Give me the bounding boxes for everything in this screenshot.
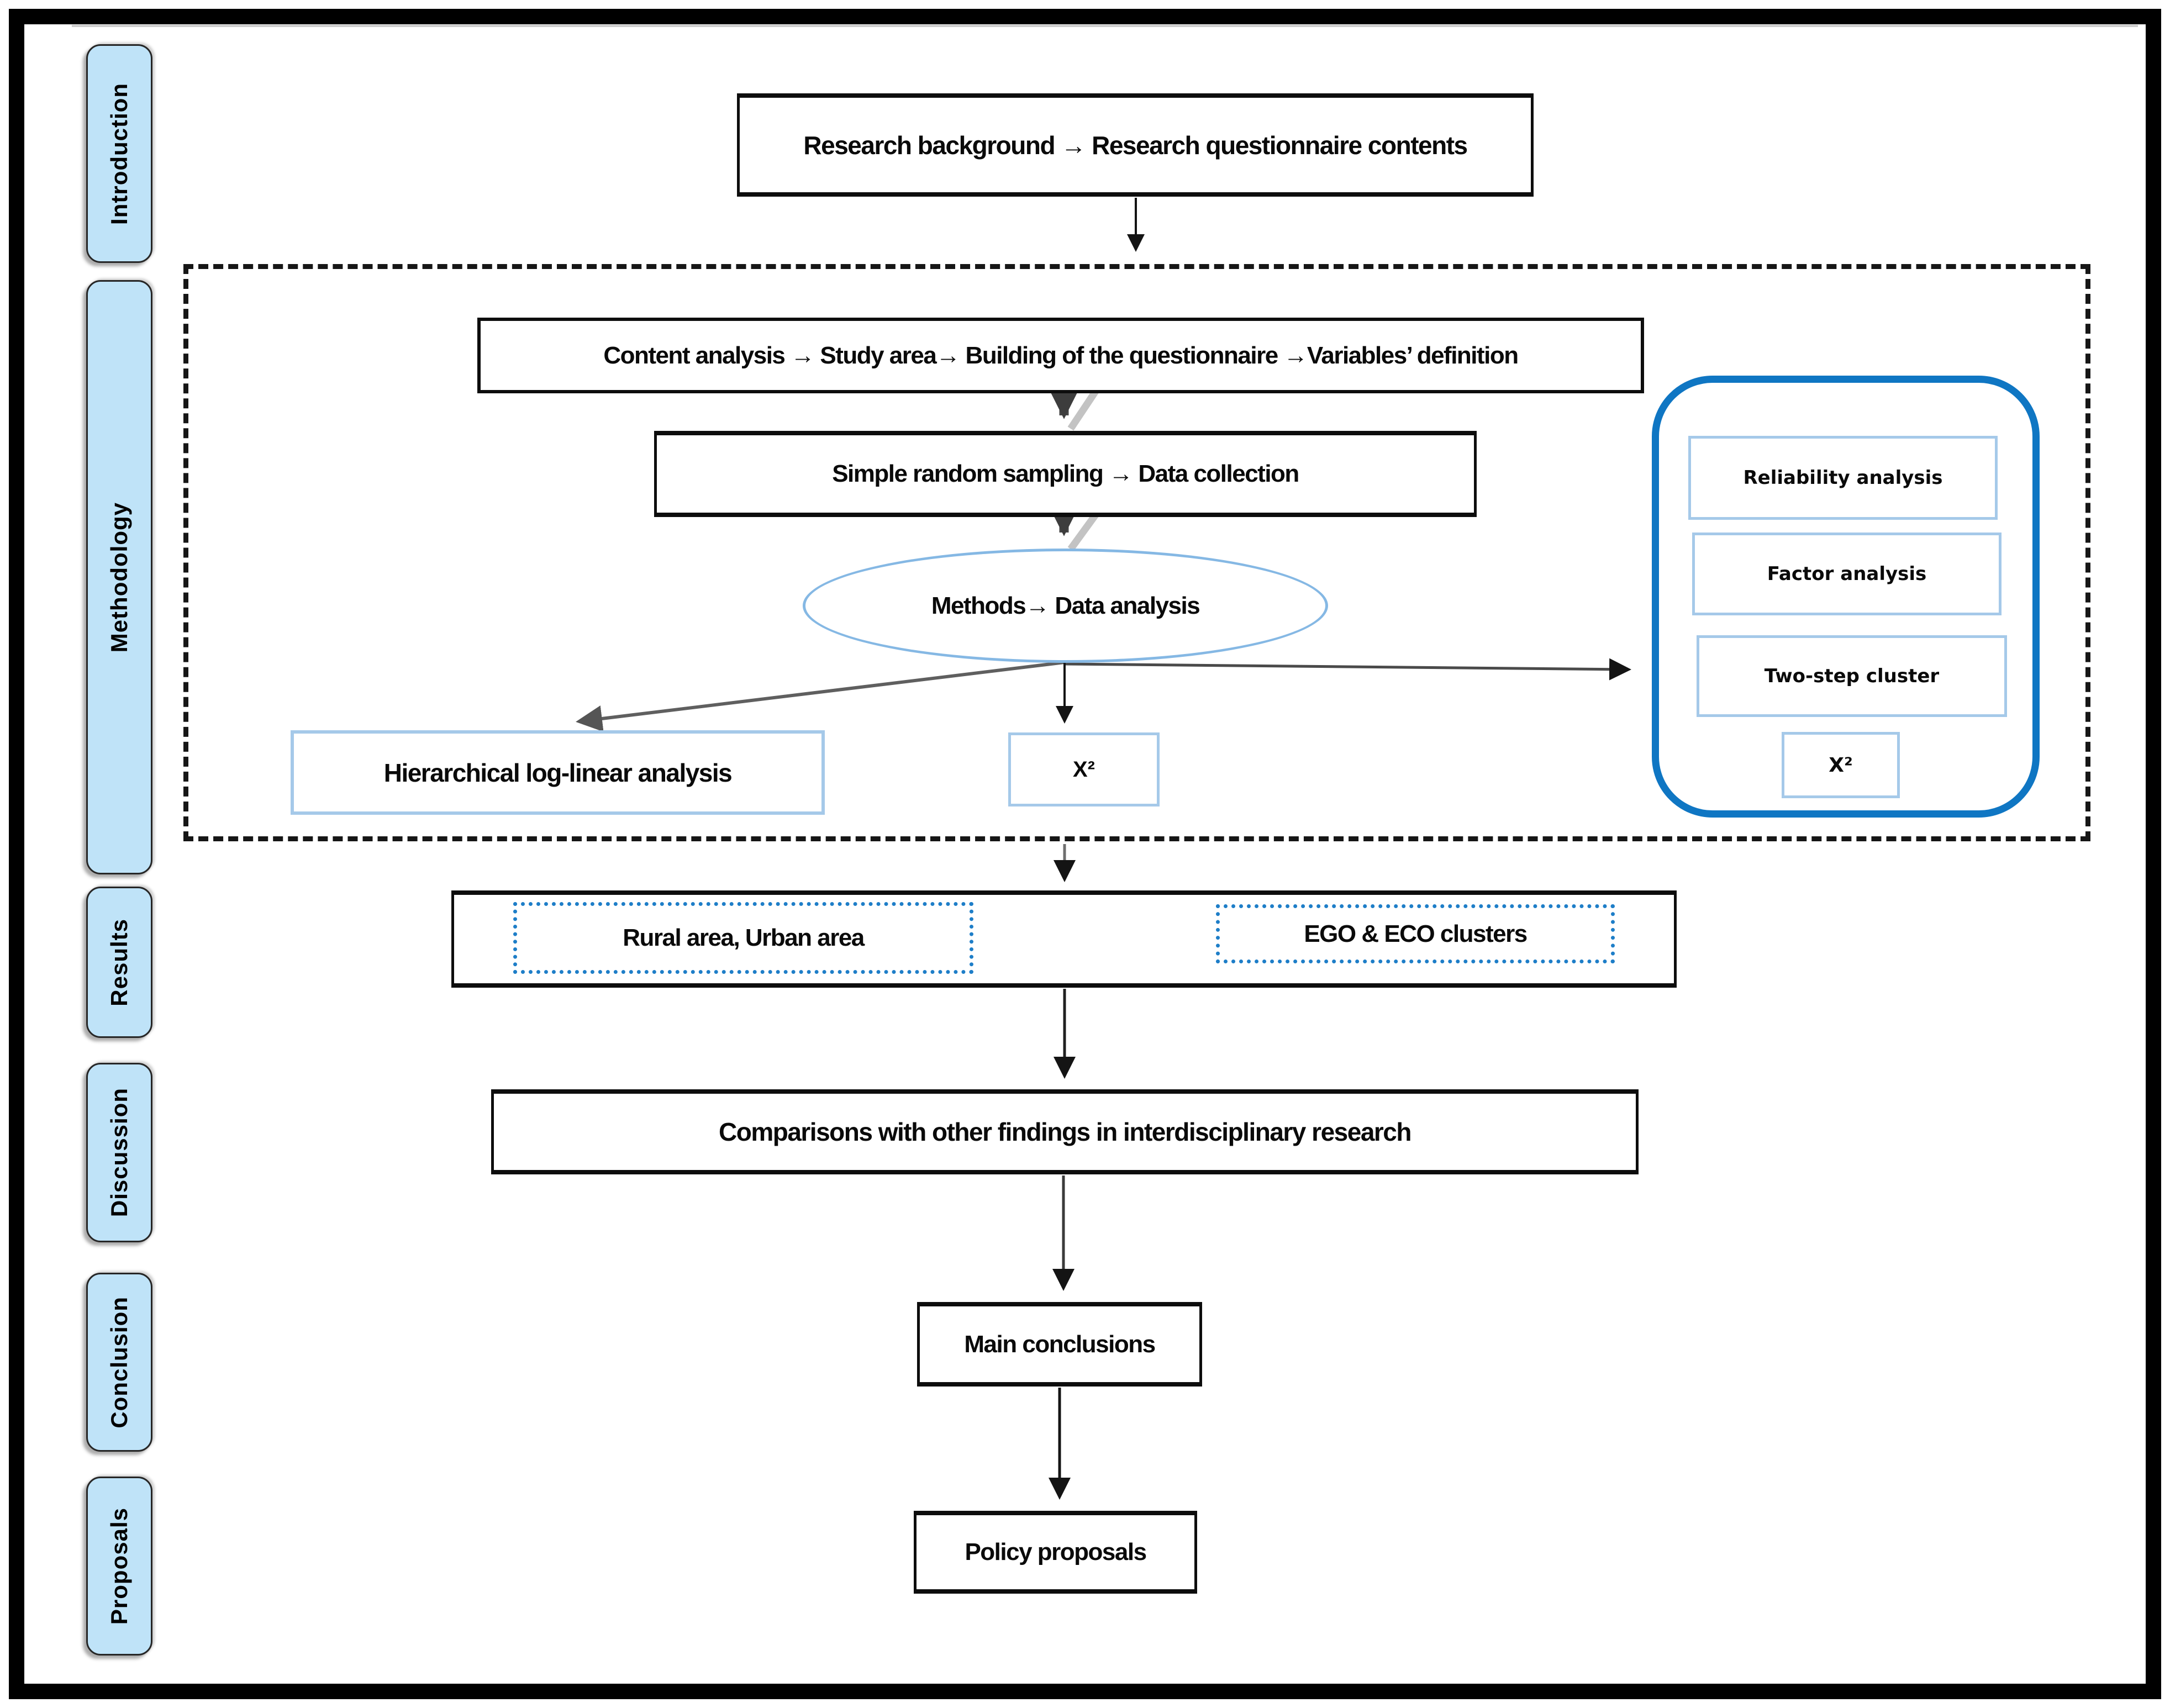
hierarchical-loglinear-box: Hierarchical log-linear analysis — [291, 730, 825, 815]
rural-urban-box: Rural area, Urban area — [513, 902, 973, 974]
sidebar-tab-label: Conclusion — [106, 1296, 132, 1428]
sidebar-tab-conclusion: Conclusion — [86, 1273, 152, 1452]
methods-panel: Reliability analysis Factor analysis Two… — [1652, 376, 2040, 818]
panel-item-reliability-analysis: Reliability analysis — [1688, 436, 1998, 520]
chi-square-box: X² — [1008, 732, 1160, 806]
sidebar-tab-methodology: Methodology — [86, 280, 152, 874]
sidebar-tab-proposals: Proposals — [86, 1477, 152, 1656]
main-conclusions-box: Main conclusions — [917, 1302, 1202, 1387]
sampling-box: Simple random sampling → Data collection — [654, 431, 1477, 517]
sidebar-tab-label: Discussion — [106, 1088, 132, 1217]
content-analysis-box: Content analysis → Study area→ Building … — [477, 318, 1644, 393]
sidebar-tab-label: Results — [106, 918, 132, 1006]
panel-item-chi-square: X² — [1782, 732, 1900, 798]
sidebar-tab-label: Proposals — [106, 1507, 132, 1625]
sidebar-tab-introduction: Introduction — [86, 44, 152, 263]
figure-frame — [9, 9, 2161, 1699]
methods-ellipse: Methods→ Data analysis — [803, 549, 1328, 663]
methodology-dashed-region — [183, 264, 2090, 841]
policy-proposals-box: Policy proposals — [914, 1511, 1197, 1594]
panel-item-factor-analysis: Factor analysis — [1692, 533, 2002, 615]
frame-shadow — [72, 25, 2138, 27]
panel-item-two-step-cluster: Two-step cluster — [1697, 635, 2007, 717]
ego-eco-box: EGO & ECO clusters — [1216, 904, 1615, 963]
research-background-box: Research background → Research questionn… — [737, 93, 1534, 197]
sidebar-tab-results: Results — [86, 887, 152, 1038]
sidebar-tab-label: Methodology — [106, 502, 132, 653]
sidebar-tab-discussion: Discussion — [86, 1063, 152, 1242]
comparisons-box: Comparisons with other findings in inter… — [491, 1089, 1639, 1174]
sidebar-tab-label: Introduction — [106, 82, 132, 225]
